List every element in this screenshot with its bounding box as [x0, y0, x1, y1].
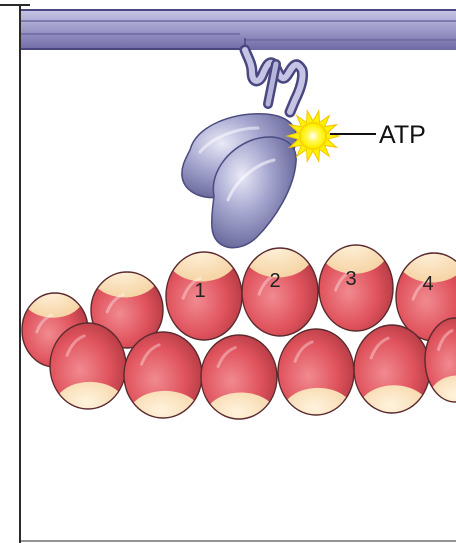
actin-subunit	[354, 325, 430, 436]
monomer-label-3: 3	[345, 268, 356, 290]
actin-subunit	[278, 329, 354, 438]
monomer-label-4: 4	[422, 273, 433, 295]
thick-filament	[21, 10, 456, 50]
actin-subunit	[50, 323, 126, 432]
actin-subunit	[124, 332, 202, 441]
myosin-neck	[245, 50, 303, 112]
actin-subunit	[201, 335, 277, 441]
actin-filament	[22, 220, 456, 441]
monomer-label-2: 2	[269, 270, 280, 292]
monomer-label-1: 1	[194, 280, 205, 302]
myosin-head	[182, 114, 296, 248]
atp-label: ATP	[379, 121, 426, 149]
